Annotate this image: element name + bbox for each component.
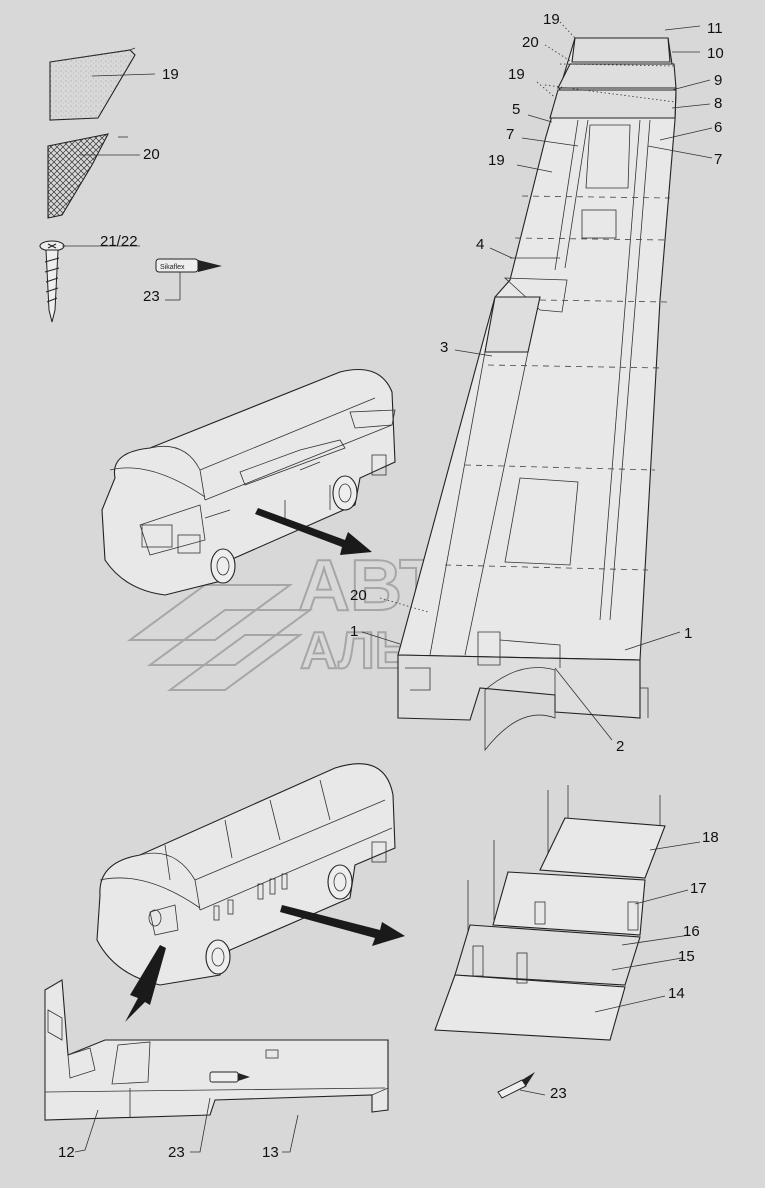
label-23-right: 23 <box>550 1085 567 1102</box>
label-19-strip: 19 <box>162 66 179 83</box>
screw-icon <box>39 240 140 323</box>
part-labels: 19 20 21/22 23 19 20 19 5 7 19 4 3 20 1 … <box>58 11 724 1161</box>
label-13: 13 <box>262 1144 279 1161</box>
label-5: 5 <box>512 101 520 118</box>
label-17: 17 <box>690 880 707 897</box>
mesh-part-20 <box>47 133 140 219</box>
label-15: 15 <box>678 948 695 965</box>
label-3: 3 <box>440 339 448 356</box>
bus-bottom <box>96 763 396 986</box>
label-6: 6 <box>714 119 722 136</box>
label-19-a: 19 <box>543 11 560 28</box>
label-4: 4 <box>476 236 484 253</box>
floor-panel-14-18 <box>434 785 666 1041</box>
label-11: 11 <box>707 20 723 37</box>
floor-panel-12-13 <box>44 979 389 1121</box>
arrow-bottom-left <box>125 945 166 1022</box>
bus-top <box>101 368 396 596</box>
leader-lines <box>74 21 713 1153</box>
label-12: 12 <box>58 1144 75 1161</box>
label-1-left: 1 <box>350 623 358 640</box>
floor-panel-long <box>397 37 677 752</box>
watermark-logo <box>126 584 314 691</box>
label-7-left: 7 <box>506 126 514 143</box>
sealant-tube-icon: Sikaflex <box>155 258 222 301</box>
label-14: 14 <box>668 985 685 1002</box>
arrow-top <box>255 508 372 555</box>
label-9: 9 <box>714 72 722 89</box>
label-2: 2 <box>616 738 624 755</box>
label-10: 10 <box>707 45 724 62</box>
label-20-b: 20 <box>350 587 367 604</box>
arrow-bottom-right <box>280 905 405 946</box>
label-20-mesh: 20 <box>143 146 160 163</box>
sealant-label: Sikaflex <box>160 264 185 271</box>
label-23-bottom: 23 <box>168 1144 185 1161</box>
strip-part-19 <box>49 47 156 121</box>
label-23-top: 23 <box>143 288 160 305</box>
label-20-a: 20 <box>522 34 539 51</box>
label-1-right: 1 <box>684 625 692 642</box>
label-8: 8 <box>714 95 722 112</box>
label-19-c: 19 <box>488 152 505 169</box>
label-19-b: 19 <box>508 66 525 83</box>
label-21-22: 21/22 <box>100 233 138 250</box>
label-18: 18 <box>702 829 719 846</box>
label-16: 16 <box>683 923 700 940</box>
label-7-right: 7 <box>714 151 722 168</box>
sealant-tube-bottom-icon <box>497 1072 535 1099</box>
